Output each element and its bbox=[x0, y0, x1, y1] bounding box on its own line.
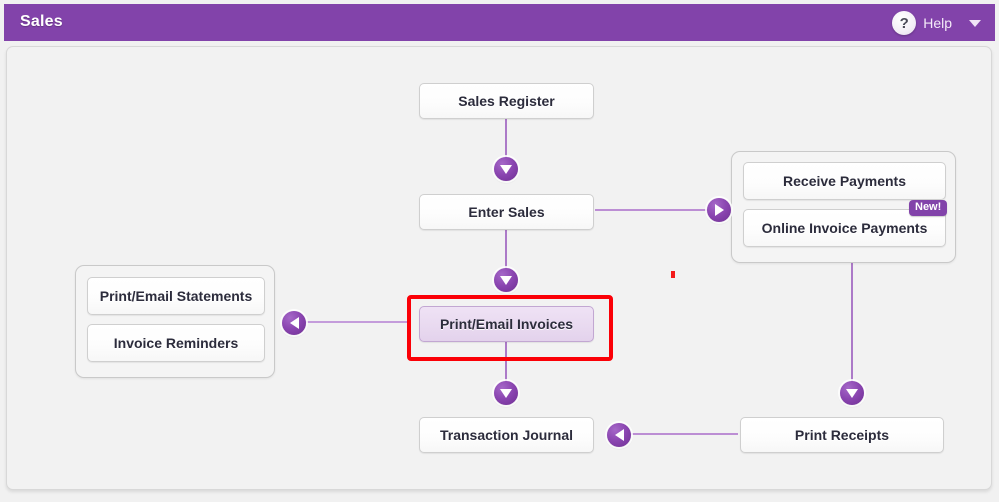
node-print-receipts[interactable]: Print Receipts bbox=[740, 417, 944, 453]
node-enter-sales[interactable]: Enter Sales bbox=[419, 194, 594, 230]
connector-lines bbox=[305, 119, 853, 435]
node-label: Invoice Reminders bbox=[113, 335, 239, 351]
node-label: Receive Payments bbox=[783, 173, 906, 189]
triangle-left-icon bbox=[614, 429, 624, 441]
connector-arrow-print-email-invoices-to-transaction-journal[interactable] bbox=[494, 381, 518, 405]
triangle-left-icon bbox=[289, 317, 299, 329]
workflow-canvas: Sales Register Enter Sales Print/Email I… bbox=[6, 46, 992, 490]
node-receive-payments[interactable]: Receive Payments bbox=[743, 162, 946, 200]
question-mark-circle-icon: ? bbox=[892, 11, 917, 35]
connector-arrow-print-receipts-to-transaction-journal[interactable] bbox=[607, 423, 631, 447]
group-payments: Receive Payments Online Invoice Payments… bbox=[731, 151, 956, 263]
connector-arrow-payments-group-to-print-receipts[interactable] bbox=[840, 381, 864, 405]
node-label: Print/Email Invoices bbox=[439, 316, 574, 332]
node-label: Enter Sales bbox=[468, 204, 545, 220]
triangle-down-icon bbox=[500, 275, 512, 285]
connector-arrow-statements-group-to-print-email-invoices[interactable] bbox=[282, 311, 306, 335]
node-print-email-statements[interactable]: Print/Email Statements bbox=[87, 277, 265, 315]
help-label: Help bbox=[923, 15, 952, 31]
node-label: Online Invoice Payments bbox=[761, 220, 928, 236]
triangle-down-icon bbox=[500, 388, 512, 398]
stray-red-marker bbox=[671, 271, 675, 278]
node-label: Sales Register bbox=[458, 93, 555, 109]
node-label: Print/Email Statements bbox=[99, 288, 253, 304]
node-sales-register[interactable]: Sales Register bbox=[419, 83, 594, 119]
help-button[interactable]: ? Help bbox=[892, 9, 981, 37]
chevron-down-icon[interactable] bbox=[969, 19, 981, 27]
node-transaction-journal[interactable]: Transaction Journal bbox=[419, 417, 594, 453]
node-label: Transaction Journal bbox=[439, 427, 574, 443]
node-print-email-invoices[interactable]: Print/Email Invoices bbox=[419, 306, 594, 342]
group-statements: Print/Email Statements Invoice Reminders bbox=[75, 265, 275, 378]
new-badge: New! bbox=[909, 200, 948, 216]
node-invoice-reminders[interactable]: Invoice Reminders bbox=[87, 324, 265, 362]
connector-arrow-enter-sales-to-print-email-invoices[interactable] bbox=[494, 268, 518, 292]
title-bar: Sales ? Help bbox=[4, 4, 995, 41]
connector-arrow-sales-register-to-enter-sales[interactable] bbox=[494, 157, 518, 181]
node-label: Print Receipts bbox=[794, 427, 890, 443]
page-title: Sales bbox=[20, 13, 63, 30]
connector-arrow-enter-sales-to-receive-payments[interactable] bbox=[707, 198, 731, 222]
triangle-down-icon bbox=[500, 164, 512, 174]
node-online-invoice-payments[interactable]: Online Invoice Payments bbox=[743, 209, 946, 247]
triangle-down-icon bbox=[846, 388, 858, 398]
triangle-right-icon bbox=[714, 204, 724, 216]
